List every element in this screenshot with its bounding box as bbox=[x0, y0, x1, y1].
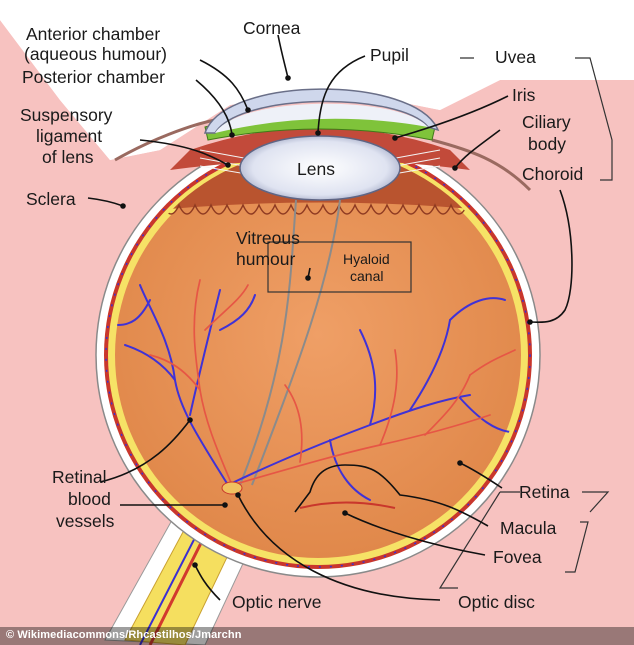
conjunctiva-lower bbox=[431, 138, 532, 192]
label-aqueous-humour: (aqueous humour) bbox=[24, 44, 167, 64]
choroid-dots bbox=[105, 142, 531, 568]
hyaloid-canal-shape bbox=[239, 199, 341, 486]
conjunctiva-upper bbox=[114, 118, 216, 162]
credit-bar bbox=[0, 627, 634, 645]
label-cornea: Cornea bbox=[243, 18, 301, 38]
label-retina: Retina bbox=[519, 482, 570, 502]
leader-lines bbox=[87, 34, 573, 601]
label-anterior-chamber: Anterior chamber bbox=[26, 24, 160, 44]
retina-bracket bbox=[438, 491, 610, 589]
macula-bracket bbox=[565, 521, 589, 573]
label-iris: Iris bbox=[512, 85, 536, 105]
label-suspensory: Suspensory bbox=[20, 105, 113, 125]
macula-shape bbox=[299, 501, 396, 509]
label-vessels: vessels bbox=[56, 511, 115, 531]
retinal-vessels bbox=[117, 279, 516, 501]
label-lens: Lens bbox=[297, 159, 335, 179]
lens-shape bbox=[239, 135, 401, 201]
uvea-bracket bbox=[460, 57, 613, 181]
label-optic-nerve: Optic nerve bbox=[232, 592, 321, 612]
hyaloid-box bbox=[267, 241, 412, 293]
cornea-shape bbox=[203, 88, 440, 134]
label-retinal: Retinal bbox=[52, 467, 106, 487]
label-body: body bbox=[528, 134, 566, 154]
label-sclera: Sclera bbox=[26, 189, 76, 209]
label-vitreous: Vitreous bbox=[236, 228, 300, 248]
label-ligament: ligament bbox=[36, 126, 102, 146]
label-optic-disc: Optic disc bbox=[458, 592, 535, 612]
label-hyaloid: Hyaloid bbox=[343, 251, 390, 267]
background-top-white bbox=[0, 0, 634, 160]
optic-disc-shape bbox=[221, 481, 243, 495]
label-blood: blood bbox=[68, 489, 111, 509]
label-posterior-chamber: Posterior chamber bbox=[22, 67, 165, 87]
label-uvea: Uvea bbox=[495, 47, 536, 67]
leader-dots bbox=[120, 75, 533, 568]
vitreous-body bbox=[115, 152, 521, 558]
label-ciliary: Ciliary bbox=[522, 112, 571, 132]
label-macula: Macula bbox=[500, 518, 557, 538]
image-credit: © Wikimediacommons/Rhcastilhos/Jmarchn bbox=[6, 629, 242, 641]
label-choroid: Choroid bbox=[522, 164, 583, 184]
label-pupil: Pupil bbox=[370, 45, 409, 65]
label-humour: humour bbox=[236, 249, 296, 269]
label-canal: canal bbox=[350, 268, 383, 284]
label-of-lens: of lens bbox=[42, 147, 94, 167]
anterior-chamber bbox=[215, 103, 428, 133]
label-fovea: Fovea bbox=[493, 547, 542, 567]
